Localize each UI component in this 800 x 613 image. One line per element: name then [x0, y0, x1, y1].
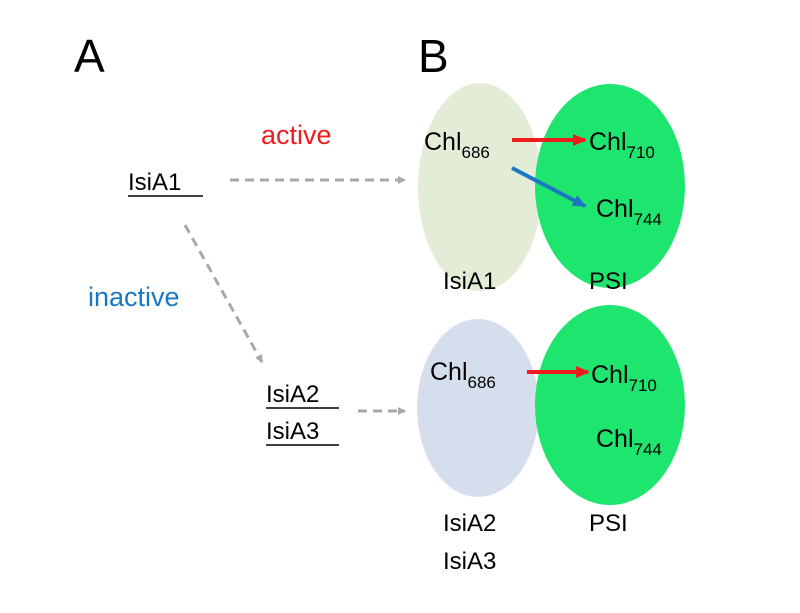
psi-core-ellipse-bottom — [535, 305, 685, 505]
isia2-isia3-antenna-ellipse — [417, 319, 539, 497]
inactive-label: inactive — [88, 282, 180, 312]
isia1-antenna-ellipse — [418, 83, 542, 291]
isia1-complex-label: IsiA1 — [443, 268, 496, 295]
chl686-label-bottom: Chl686 — [430, 358, 496, 392]
chl686-label-top: Chl686 — [424, 128, 490, 162]
isia3-complex-label: IsiA3 — [443, 548, 496, 575]
chl744-label-bottom: Chl744 — [596, 425, 662, 459]
source-protein-label: IsiA1 — [128, 169, 181, 196]
chl710-label-top: Chl710 — [589, 128, 655, 162]
chl710-label-bottom: Chl710 — [591, 361, 657, 395]
psi-label-bottom: PSI — [589, 510, 628, 537]
transfer-arrow-to-chl744 — [511, 166, 587, 208]
active-label: active — [261, 120, 332, 150]
psi-label-top: PSI — [589, 268, 628, 295]
panel-label-b: B — [418, 30, 449, 82]
panel-label-a: A — [74, 30, 105, 82]
target-protein-label-1: IsiA2 — [266, 381, 319, 408]
isia2-complex-label: IsiA2 — [443, 510, 496, 537]
inactivation-arrow — [183, 224, 264, 363]
target-protein-label-2: IsiA3 — [266, 418, 319, 445]
psi-core-ellipse-top — [535, 84, 685, 288]
chl744-label-top: Chl744 — [596, 195, 662, 229]
